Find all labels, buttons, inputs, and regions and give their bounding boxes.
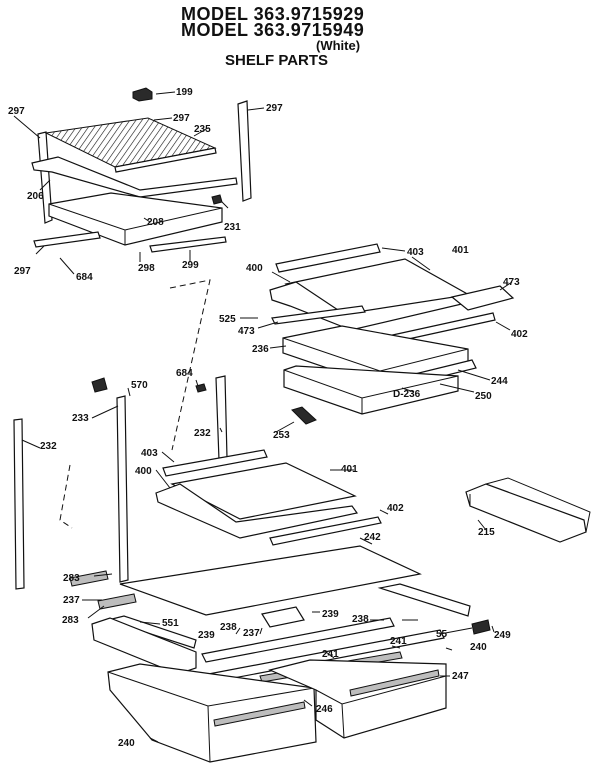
strip-299-part (149, 236, 227, 253)
callout-label: 297 (8, 106, 25, 117)
callout-label: 199 (176, 87, 193, 98)
callout-label: 297 (173, 113, 190, 124)
rail-473-right-part (450, 285, 515, 311)
right-upper-rail-part (237, 100, 252, 202)
model-number-1: MODEL 363.9715929 (181, 4, 365, 24)
callout-label: 297 (266, 103, 283, 114)
callout-label: 253 (273, 430, 290, 441)
tray-298-part (48, 192, 223, 246)
callout-label: 240 (470, 642, 487, 653)
callout-label: 233 (72, 413, 89, 424)
callout-label: 231 (224, 222, 241, 233)
callout-label: 239 (198, 630, 215, 641)
strip-684-part (33, 231, 101, 248)
frame-237-part (91, 617, 197, 675)
trim-403-part (275, 243, 381, 273)
callout-label: 283 (63, 573, 80, 584)
shelf-235-front (114, 147, 217, 173)
callout-label: 238 (220, 622, 237, 633)
bracket-283-upper-part (69, 570, 109, 587)
callout-label: 684 (176, 368, 193, 379)
callout-label: 400 (246, 263, 263, 274)
bracket-239-part (261, 606, 305, 628)
callout-label: 232 (40, 441, 57, 452)
clip-684-lower-part (195, 383, 207, 393)
crisper-cover-242-part (119, 545, 422, 616)
callout-label: 239 (322, 609, 339, 620)
shelf-frame-400-lower-part (155, 483, 359, 539)
rail-233-part (116, 395, 129, 583)
callout-label: 400 (135, 466, 152, 477)
callout-label: 236 (252, 344, 269, 355)
callout-label: 403 (141, 448, 158, 459)
callout-label: 401 (452, 245, 469, 256)
clip-249-part (471, 619, 491, 635)
callout-label: 525 (219, 314, 236, 325)
glass-shelf-401-lower-part (170, 462, 357, 520)
callout-label: 298 (138, 263, 155, 274)
callout-label: 570 (131, 380, 148, 391)
callout-label: 402 (511, 329, 528, 340)
color-variant: (White) (316, 38, 361, 53)
callout-label: 237 (63, 595, 80, 606)
callout-label: 403 (407, 247, 424, 258)
bracket-283-lower-part (97, 593, 137, 610)
left-upper-rail-part (37, 131, 53, 224)
callout-label: D-236 (393, 389, 421, 400)
callout-label: 232 (194, 428, 211, 439)
callout-label: 55 (436, 629, 448, 640)
pan-250-part (283, 365, 459, 415)
callout-label: 249 (494, 630, 511, 641)
callout-label: 283 (62, 615, 79, 626)
callout-label: 237 (243, 628, 260, 639)
callout-label: 238 (352, 614, 369, 625)
rail-232-upper-part (215, 375, 228, 461)
callout-label: 250 (475, 391, 492, 402)
callout-label: 241 (390, 636, 407, 647)
hinge-clip-part (132, 87, 153, 102)
callout-label: 401 (341, 464, 358, 475)
trim-403-lower-part (162, 449, 268, 477)
callout-label: 242 (364, 532, 381, 543)
callout-label: 208 (147, 217, 164, 228)
bracket-253-part (291, 406, 317, 425)
crisper-pan-left-part (107, 663, 317, 763)
clip-231-part (211, 194, 223, 205)
bracket-570-part (91, 377, 108, 393)
trim-402-lower-part (269, 516, 382, 546)
callout-label: 684 (76, 272, 93, 283)
section-title: SHELF PARTS (225, 52, 329, 69)
runner-238-right-part (377, 583, 471, 617)
shelf-frame-206-part (31, 156, 238, 198)
callout-label: 297 (14, 266, 31, 277)
rail-237-center-part (201, 617, 395, 663)
callout-label: 235 (194, 124, 211, 135)
callout-label: 402 (387, 503, 404, 514)
callout-label: 241 (322, 649, 339, 660)
callout-label: 299 (182, 260, 199, 271)
callout-label: 473 (238, 326, 255, 337)
callout-label: 246 (316, 704, 333, 715)
shelf-235-part (44, 117, 217, 168)
callout-label: 215 (478, 527, 495, 538)
callout-label: 551 (162, 618, 179, 629)
callout-label: 473 (503, 277, 520, 288)
rail-232-left-part (13, 418, 25, 590)
runner-551-part (105, 615, 197, 649)
callout-label: 240 (118, 738, 135, 749)
rail-473-left-part (271, 305, 366, 325)
callout-label: 206 (27, 191, 44, 202)
callout-label: 244 (491, 376, 508, 387)
model-number-2: MODEL 363.9715949 (181, 20, 365, 40)
callout-label: 247 (452, 671, 469, 682)
